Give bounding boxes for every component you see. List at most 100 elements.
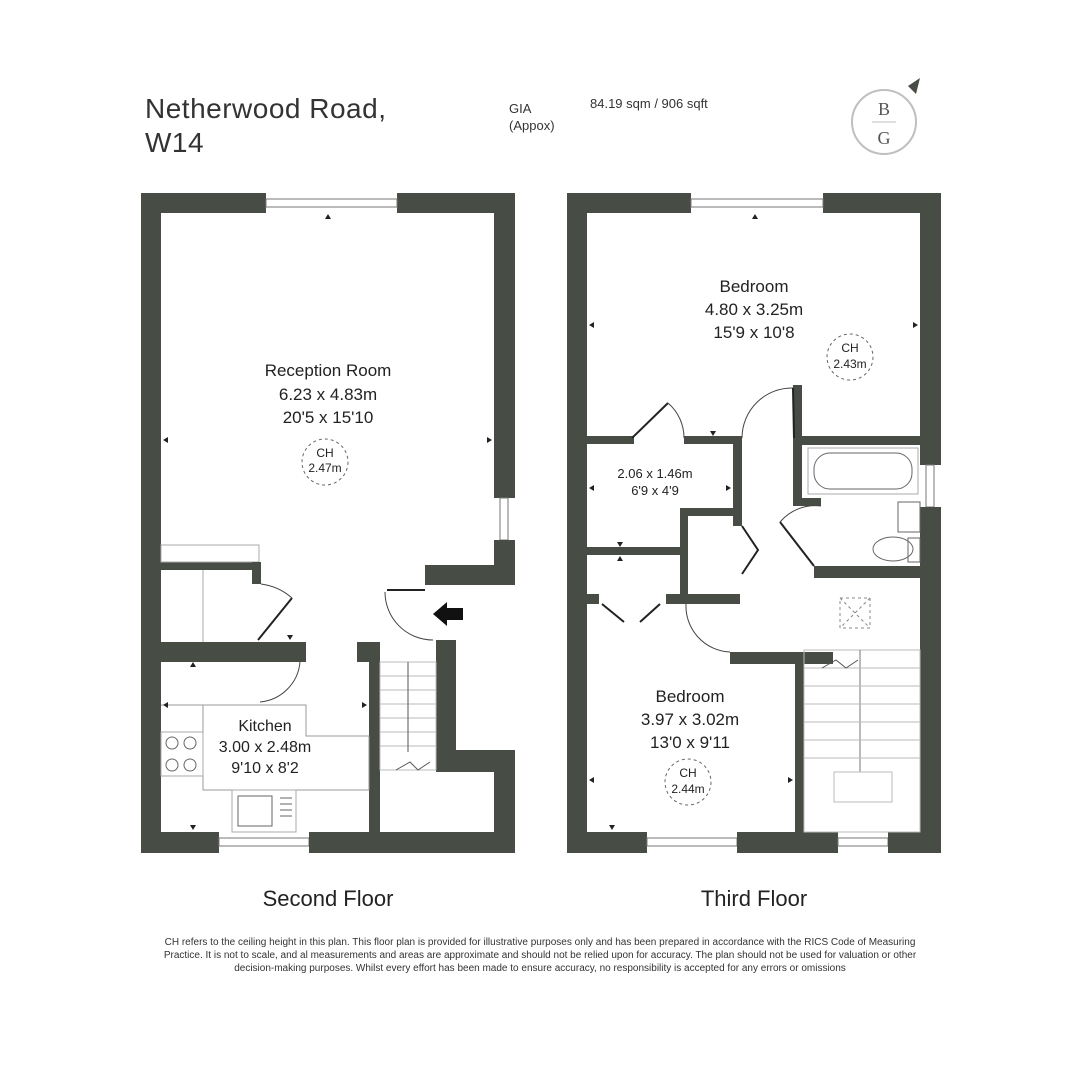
wall	[587, 436, 634, 444]
wall	[587, 547, 680, 555]
door	[601, 603, 661, 623]
door-swing	[667, 402, 685, 439]
wall	[252, 562, 261, 584]
door-swing	[779, 505, 822, 523]
staircase	[803, 649, 921, 833]
wall	[567, 193, 691, 213]
ceiling-height-value: 2.44m	[671, 782, 704, 796]
wall	[425, 565, 515, 585]
wall	[567, 832, 647, 853]
ceiling-height-label: CH	[841, 341, 858, 355]
wall	[141, 193, 266, 213]
door	[779, 521, 815, 567]
property-title-line1: Netherwood Road,	[145, 93, 387, 124]
door-swing	[259, 661, 301, 703]
wall	[141, 193, 161, 853]
door-swing	[685, 603, 731, 653]
ceiling-height-value: 2.47m	[308, 461, 341, 475]
window	[265, 198, 398, 208]
wall	[823, 193, 941, 213]
toilet-icon	[872, 536, 921, 563]
ceiling-height-marker	[301, 438, 349, 486]
area-value: 84.19 sqm / 906 sqft	[590, 96, 708, 111]
door	[257, 597, 293, 641]
wall	[733, 436, 742, 526]
logo-ring	[851, 89, 917, 155]
wall	[793, 436, 802, 504]
closet-metric: 2.06 x 1.46m	[617, 466, 692, 481]
window	[925, 464, 935, 508]
wall	[814, 566, 920, 578]
window	[218, 837, 310, 847]
wall	[737, 832, 838, 853]
basin-icon	[897, 501, 921, 533]
wall	[141, 832, 219, 853]
logo-letter-top: B	[878, 99, 890, 119]
window	[646, 837, 738, 847]
wall	[397, 193, 515, 213]
window	[690, 198, 824, 208]
wall	[436, 640, 456, 750]
cupboard-shelf	[160, 544, 260, 563]
compass-north-icon	[908, 78, 920, 94]
kitchen-metric: 3.00 x 2.48m	[219, 739, 312, 756]
disclaimer-text: CH refers to the ceiling height in this …	[163, 937, 917, 974]
door-swing	[384, 591, 434, 641]
ceiling-height-marker	[826, 333, 874, 381]
door	[792, 387, 795, 439]
gia-label-line2: (Appox)	[509, 118, 555, 133]
sink-icon	[231, 789, 297, 833]
brand-logo: B G	[851, 78, 920, 155]
second-floor-plan: Reception Room 6.23 x 4.83m 20'5 x 15'10…	[141, 193, 515, 853]
bedroom2-metric: 3.97 x 3.02m	[641, 710, 739, 729]
property-title-line2: W14	[145, 127, 205, 158]
wall	[920, 193, 941, 465]
kitchen-name: Kitchen	[238, 718, 291, 735]
wall	[587, 594, 599, 604]
wall	[357, 642, 380, 662]
bath-icon	[807, 447, 919, 495]
kitchen-counter	[161, 704, 370, 791]
ceiling-height-value: 2.43m	[833, 357, 866, 371]
wall	[494, 750, 515, 853]
skylight-icon	[839, 597, 871, 629]
dimension-markers	[589, 214, 918, 830]
ceiling-height-label: CH	[316, 446, 333, 460]
wall	[161, 642, 306, 662]
kitchen-imperial: 9'10 x 8'2	[231, 760, 299, 777]
wall	[680, 508, 740, 516]
wall	[684, 436, 742, 444]
bedroom1-imperial: 15'9 x 10'8	[713, 323, 794, 342]
reception-room-imperial: 20'5 x 15'10	[283, 408, 374, 427]
wall	[161, 562, 261, 570]
bedroom2-name: Bedroom	[656, 687, 725, 706]
wall	[795, 652, 804, 852]
wall	[888, 832, 941, 853]
wall	[369, 642, 380, 853]
dimension-markers	[163, 214, 492, 830]
bedroom1-name: Bedroom	[720, 277, 789, 296]
entrance-arrow-icon	[433, 602, 463, 626]
gia-label-line1: GIA	[509, 101, 532, 116]
window	[837, 837, 889, 847]
window	[499, 497, 509, 541]
property-title: Netherwood Road, W14	[145, 92, 386, 160]
door-swing	[741, 387, 794, 439]
wall	[793, 498, 821, 506]
wall	[666, 594, 740, 604]
wall	[793, 436, 920, 445]
gia-label: GIA (Appox)	[509, 100, 555, 134]
staircase	[379, 661, 437, 771]
wall	[730, 652, 833, 664]
third-floor-plan: Bedroom 4.80 x 3.25m 15'9 x 10'8 CH 2.43…	[567, 193, 941, 853]
door	[741, 525, 760, 575]
logo-letter-bottom: G	[878, 128, 891, 148]
wall	[680, 508, 688, 604]
wall	[309, 832, 515, 853]
bedroom2-imperial: 13'0 x 9'11	[650, 733, 730, 752]
reception-room-name: Reception Room	[265, 361, 392, 380]
wall	[920, 507, 941, 853]
second-floor-label: Second Floor	[262, 886, 394, 911]
wall	[567, 193, 587, 853]
